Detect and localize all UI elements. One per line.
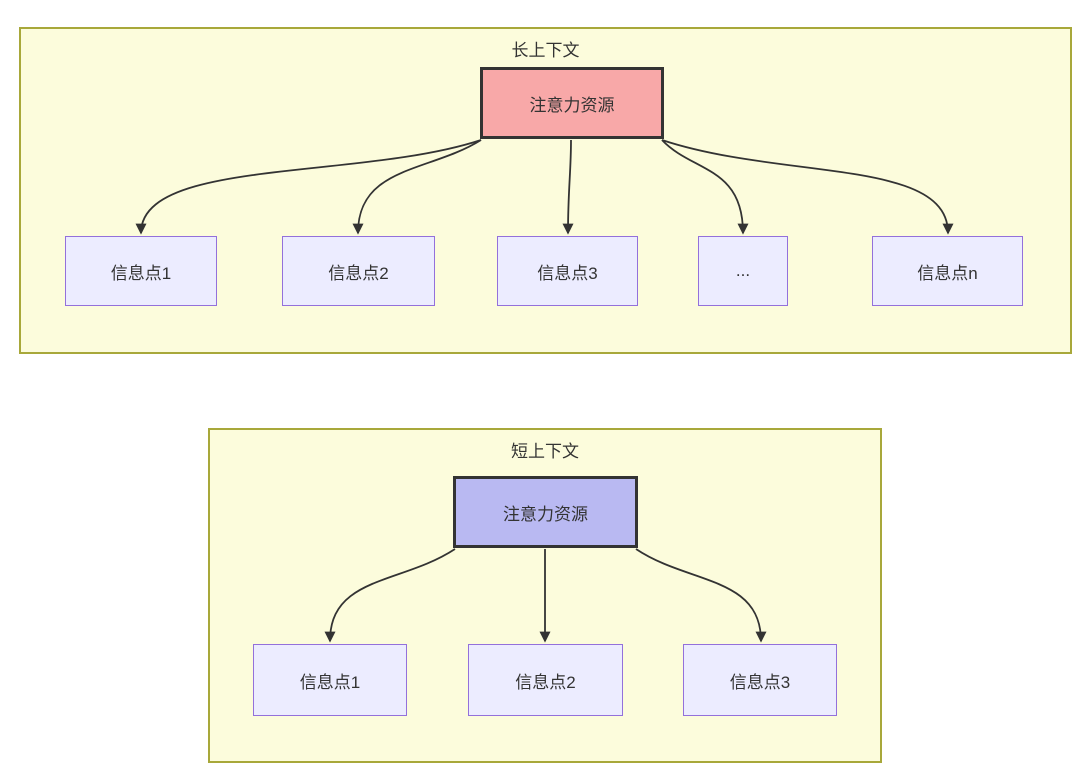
short-info-node-1: 信息点1 — [253, 644, 407, 716]
long-context-title: 长上下文 — [511, 41, 580, 60]
long-info-node-n: 信息点n — [872, 236, 1023, 306]
long-info-node-3: 信息点3 — [497, 236, 638, 306]
short-info-node-2: 信息点2 — [468, 644, 623, 716]
long-info-node-2: 信息点2 — [282, 236, 435, 306]
long-attention-resource-node: 注意力资源 — [480, 67, 664, 139]
long-info-node-1: 信息点1 — [65, 236, 217, 306]
long-info-node-ellipsis: ... — [698, 236, 788, 306]
short-attention-resource-node: 注意力资源 — [453, 476, 638, 548]
short-info-node-3: 信息点3 — [683, 644, 837, 716]
short-context-title: 短上下文 — [511, 442, 579, 461]
